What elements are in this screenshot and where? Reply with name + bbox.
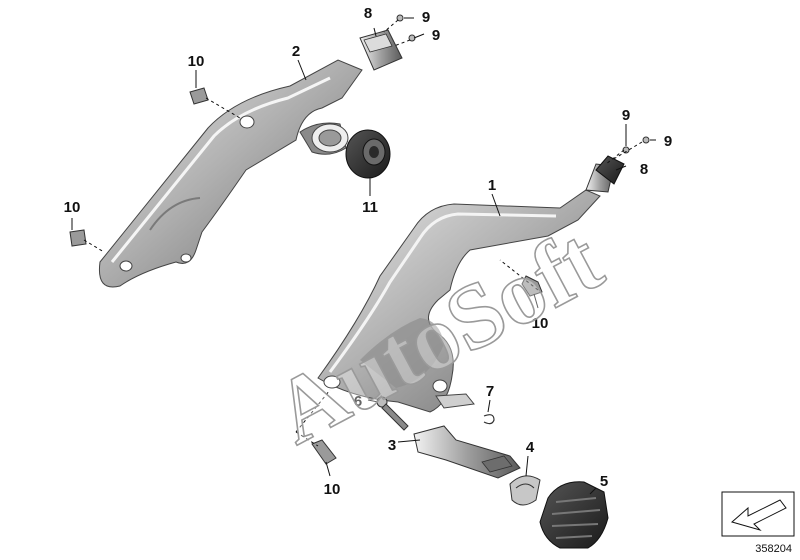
callout-6: 6	[354, 393, 362, 410]
callout-10-d: 10	[324, 481, 341, 498]
callout-10-b: 10	[64, 199, 81, 216]
callout-11: 11	[362, 199, 378, 216]
part-11-damper	[345, 129, 391, 179]
part-7-clip	[483, 414, 495, 425]
callout-9-d: 9	[664, 133, 672, 150]
callout-10-c: 10	[532, 315, 549, 332]
callout-10-a: 10	[188, 53, 205, 70]
callout-8-lower: 8	[640, 161, 648, 178]
callout-1: 1	[488, 177, 496, 194]
callout-9-a: 9	[422, 9, 430, 26]
part-10-bolts-left	[69, 87, 209, 247]
part-6-pin	[376, 396, 409, 431]
part-9-screws-upper	[396, 14, 416, 42]
arrow-symbol-icon	[721, 491, 795, 537]
callout-7: 7	[486, 383, 494, 400]
part-8-lower-cap	[595, 155, 625, 185]
part-2-bracket	[98, 59, 363, 288]
callout-2: 2	[292, 43, 300, 60]
reference-number: 358204	[755, 543, 792, 555]
callout-4: 4	[526, 439, 535, 456]
callout-5: 5	[600, 473, 608, 490]
part-9-screws-lower	[622, 136, 650, 154]
callout-9-c: 9	[622, 107, 630, 124]
callout-labels: 1 2 3 4 5 6 7 8 8 9 9 9 9 10 10 10 10 11	[64, 5, 673, 498]
leader-lines	[71, 17, 656, 495]
callout-3: 3	[388, 437, 396, 454]
callout-9-b: 9	[432, 27, 440, 44]
callout-8-upper: 8	[364, 5, 372, 22]
part-4-spring	[509, 475, 541, 506]
part-8-upper-cap	[359, 29, 403, 71]
part-3-footrest-bracket	[413, 425, 521, 479]
part-5-footpeg	[539, 481, 609, 549]
part-1-bracket	[317, 163, 615, 413]
